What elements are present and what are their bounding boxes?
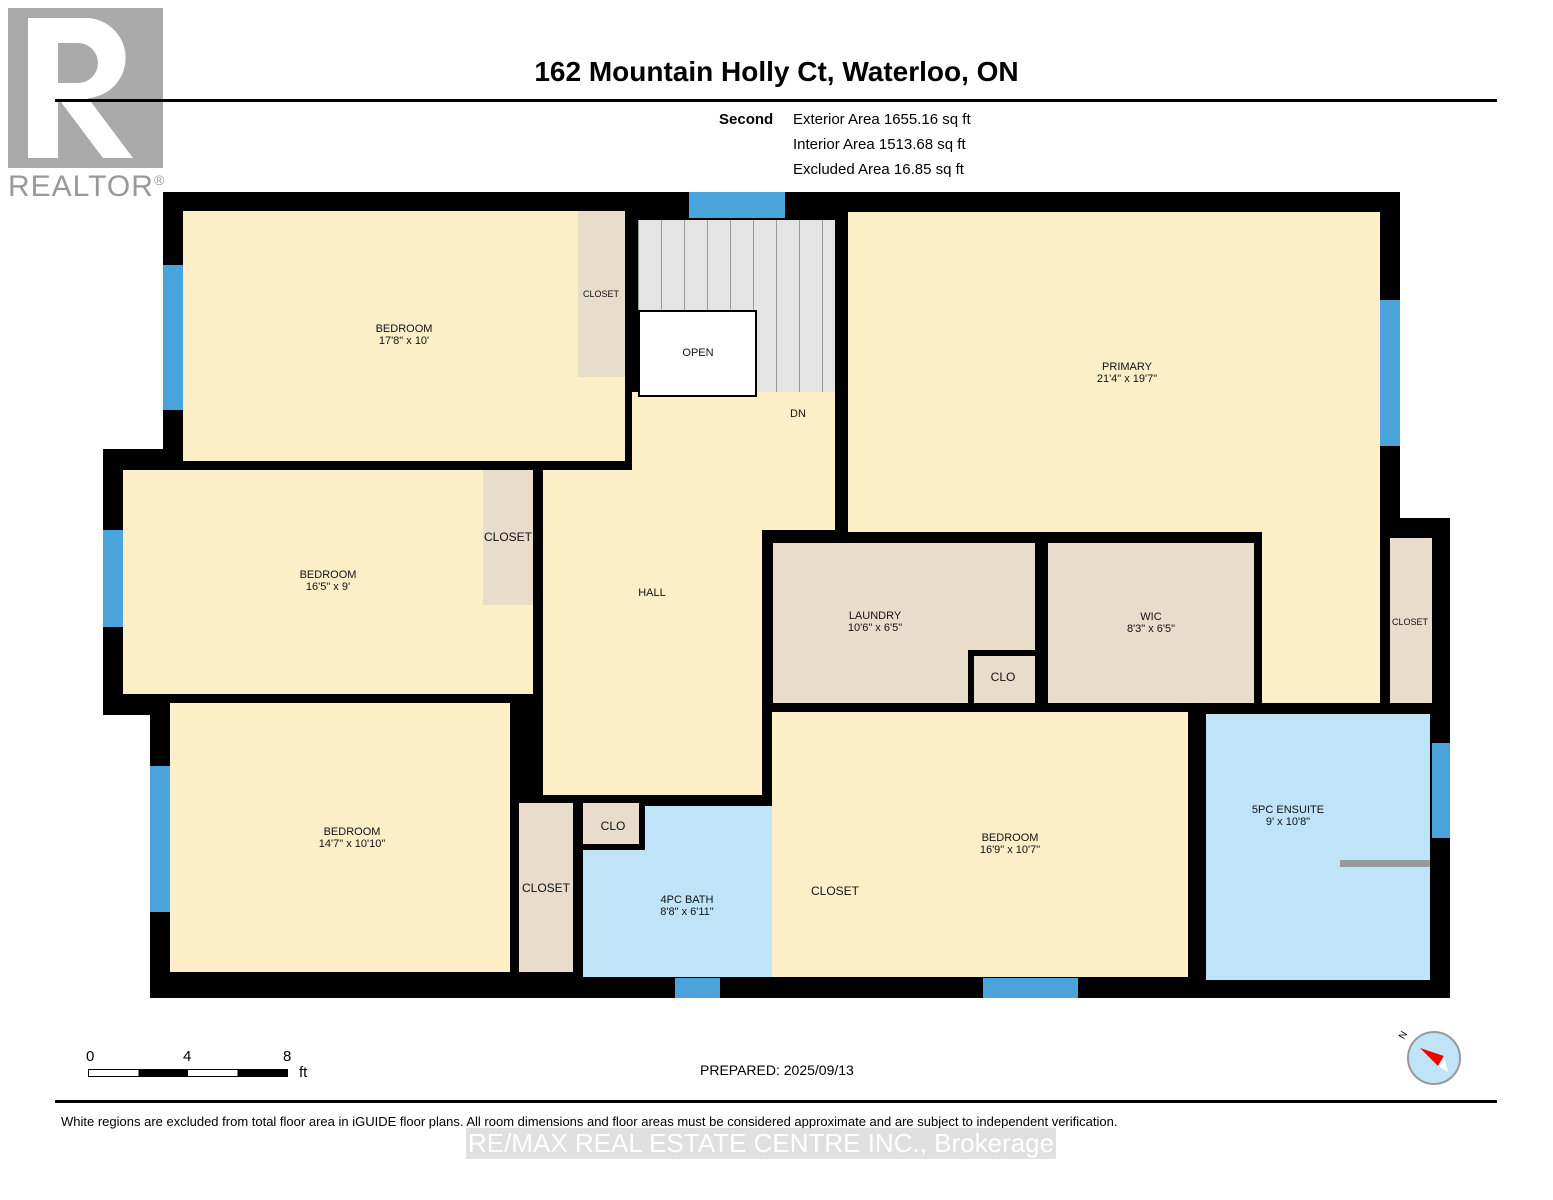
room-bedroom-2 (123, 470, 533, 694)
window (150, 766, 170, 912)
footer-rule (55, 1100, 1497, 1103)
window (689, 192, 785, 218)
title-rule (55, 99, 1497, 102)
room-primary-lower (1262, 530, 1380, 703)
room-dim: 17'8" x 10' (378, 335, 430, 347)
room-name: BEDROOM (299, 569, 357, 581)
room-bedroom-3 (170, 703, 510, 972)
plan-title: 162 Mountain Holly Ct, Waterloo, ON (534, 56, 1019, 87)
logo-text: REALTOR (8, 170, 154, 203)
room-bedroom-4 (772, 712, 1188, 977)
room-name: 4PC BATH (660, 894, 714, 906)
room-primary (848, 212, 1380, 532)
exterior-area: Exterior Area 1655.16 sq ft (793, 111, 971, 128)
window (983, 978, 1078, 998)
label-closet: CLOSET (810, 884, 860, 898)
room-bedroom-1 (183, 211, 625, 461)
scale-bar (88, 1069, 288, 1077)
room-name: BEDROOM (323, 826, 381, 838)
window (103, 530, 123, 627)
clo-laundry (968, 650, 1035, 703)
label-dn: DN (790, 408, 806, 420)
label-clo: CLO (990, 670, 1016, 684)
closet (519, 803, 573, 972)
floor-name: Second (719, 111, 774, 128)
room-name: PRIMARY (1102, 361, 1152, 373)
scale-tick-8: 8 (283, 1048, 292, 1065)
compass-icon: N (1397, 1030, 1462, 1086)
open-area (638, 310, 757, 397)
room-dim: 16'9" x 10'7" (979, 844, 1041, 856)
label-open: OPEN (682, 347, 714, 359)
scale-unit: ft (299, 1064, 308, 1081)
realtor-logo-text: REALTOR® (8, 170, 165, 204)
window (163, 265, 183, 410)
room-dim: 8'3" x 6'5" (1126, 623, 1176, 635)
room-name: WIC (1140, 611, 1162, 623)
room-dim: 9' x 10'8" (1265, 816, 1311, 828)
window (675, 978, 720, 998)
realtor-logo (8, 8, 163, 168)
room-dim: 14'7" x 10'10" (318, 838, 386, 850)
watermark: RE/MAX REAL ESTATE CENTRE INC., Brokerag… (466, 1128, 1057, 1159)
label-closet: CLOSET (1391, 617, 1429, 627)
logo-mark: ® (153, 172, 166, 188)
room-dim: 16'5" x 9' (305, 581, 351, 593)
closet (578, 211, 625, 377)
room-name: BEDROOM (375, 323, 433, 335)
room-dim: 10'6" x 6'5" (847, 622, 903, 634)
clo-bath (583, 803, 645, 850)
label-closet: CLOSET (521, 881, 571, 895)
room-dim: 21'4" x 19'7" (1096, 373, 1158, 385)
room-dim: 8'8" x 6'11" (660, 906, 714, 918)
scale-tick-0: 0 (86, 1048, 95, 1065)
excluded-area: Excluded Area 16.85 sq ft (793, 161, 964, 178)
room-name: 5PC ENSUITE (1251, 804, 1325, 816)
window (1432, 743, 1450, 838)
room-wic (1048, 543, 1254, 703)
room-name: LAUNDRY (848, 610, 902, 622)
interior-area: Interior Area 1513.68 sq ft (793, 136, 966, 153)
room-hall (543, 470, 762, 795)
label-clo: CLO (600, 819, 626, 833)
room-5pc-ensuite (1206, 714, 1430, 980)
window (1380, 300, 1400, 446)
label-closet: CLOSET (582, 289, 620, 299)
scale-tick-4: 4 (183, 1048, 192, 1065)
shower-glass (1340, 860, 1430, 867)
closet (483, 470, 533, 605)
disclaimer: White regions are excluded from total fl… (61, 1114, 1118, 1129)
prepared-date: PREPARED: 2025/09/13 (700, 1062, 854, 1078)
label-hall: HALL (638, 587, 666, 599)
label-closet: CLOSET (483, 530, 533, 544)
closet (1390, 538, 1432, 703)
room-name: BEDROOM (981, 832, 1039, 844)
